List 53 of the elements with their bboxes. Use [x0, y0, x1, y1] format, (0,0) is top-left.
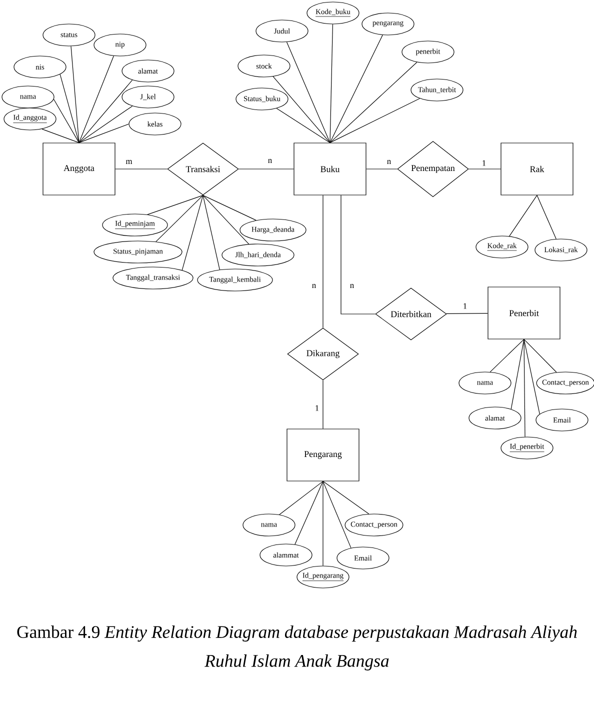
connector-line	[330, 34, 383, 143]
connector-line	[490, 339, 524, 372]
connector-line	[468, 168, 501, 170]
connector-line	[78, 56, 114, 143]
connector-line	[446, 313, 488, 314]
connector-line	[322, 380, 324, 429]
cardinality-label: n	[386, 159, 392, 165]
connector-line	[202, 195, 256, 221]
entity-box: Penerbit	[488, 286, 560, 340]
caption: Gambar 4.9 Entity Relation Diagram database perpustakaan Madrasah Aliyah Ruhul Islam Anak Bangsa	[17, 626, 577, 670]
connector-line	[509, 195, 538, 236]
connector-line	[524, 339, 557, 373]
connector-line	[510, 339, 524, 410]
connector-line	[53, 98, 80, 143]
connector-line	[60, 74, 80, 143]
cardinality-label: 1	[462, 302, 468, 310]
cardinality-label: n	[349, 283, 355, 289]
connector-line	[182, 195, 204, 270]
connector-line	[286, 42, 330, 143]
cardinality-label: m	[124, 159, 134, 165]
cardinality-label: n	[267, 158, 273, 164]
connector-line	[279, 481, 324, 515]
connector-line	[366, 168, 398, 170]
connector-line	[202, 195, 220, 270]
connector-line	[322, 481, 370, 514]
connector-line	[536, 195, 556, 240]
connector-line	[272, 76, 330, 143]
connector-line	[70, 46, 80, 143]
connector-line	[238, 168, 294, 170]
entity-box: Rak	[500, 142, 574, 196]
connector-line	[330, 62, 418, 143]
cardinality-label: 1	[314, 404, 320, 412]
connector-line	[322, 481, 324, 566]
connector-line	[276, 108, 330, 143]
cardinality-label: 1	[481, 159, 487, 167]
connector-line	[340, 195, 376, 314]
connector-line	[524, 339, 526, 438]
connector-line	[322, 195, 324, 328]
connector-line	[322, 481, 352, 548]
entity-box: Anggota	[42, 142, 116, 196]
entity-box: Pengarang	[286, 428, 360, 482]
connector-line	[202, 195, 250, 244]
connector-line	[115, 168, 168, 170]
connector-line	[330, 98, 420, 143]
connector-line	[330, 24, 334, 143]
connector-line	[524, 339, 540, 414]
entity-box: Buku	[294, 142, 366, 196]
connector-line	[78, 80, 133, 143]
connector-line	[78, 106, 133, 143]
connector-line	[78, 124, 129, 143]
connector-line	[294, 481, 324, 545]
cardinality-label: n	[311, 283, 317, 289]
connector-line	[147, 195, 204, 215]
